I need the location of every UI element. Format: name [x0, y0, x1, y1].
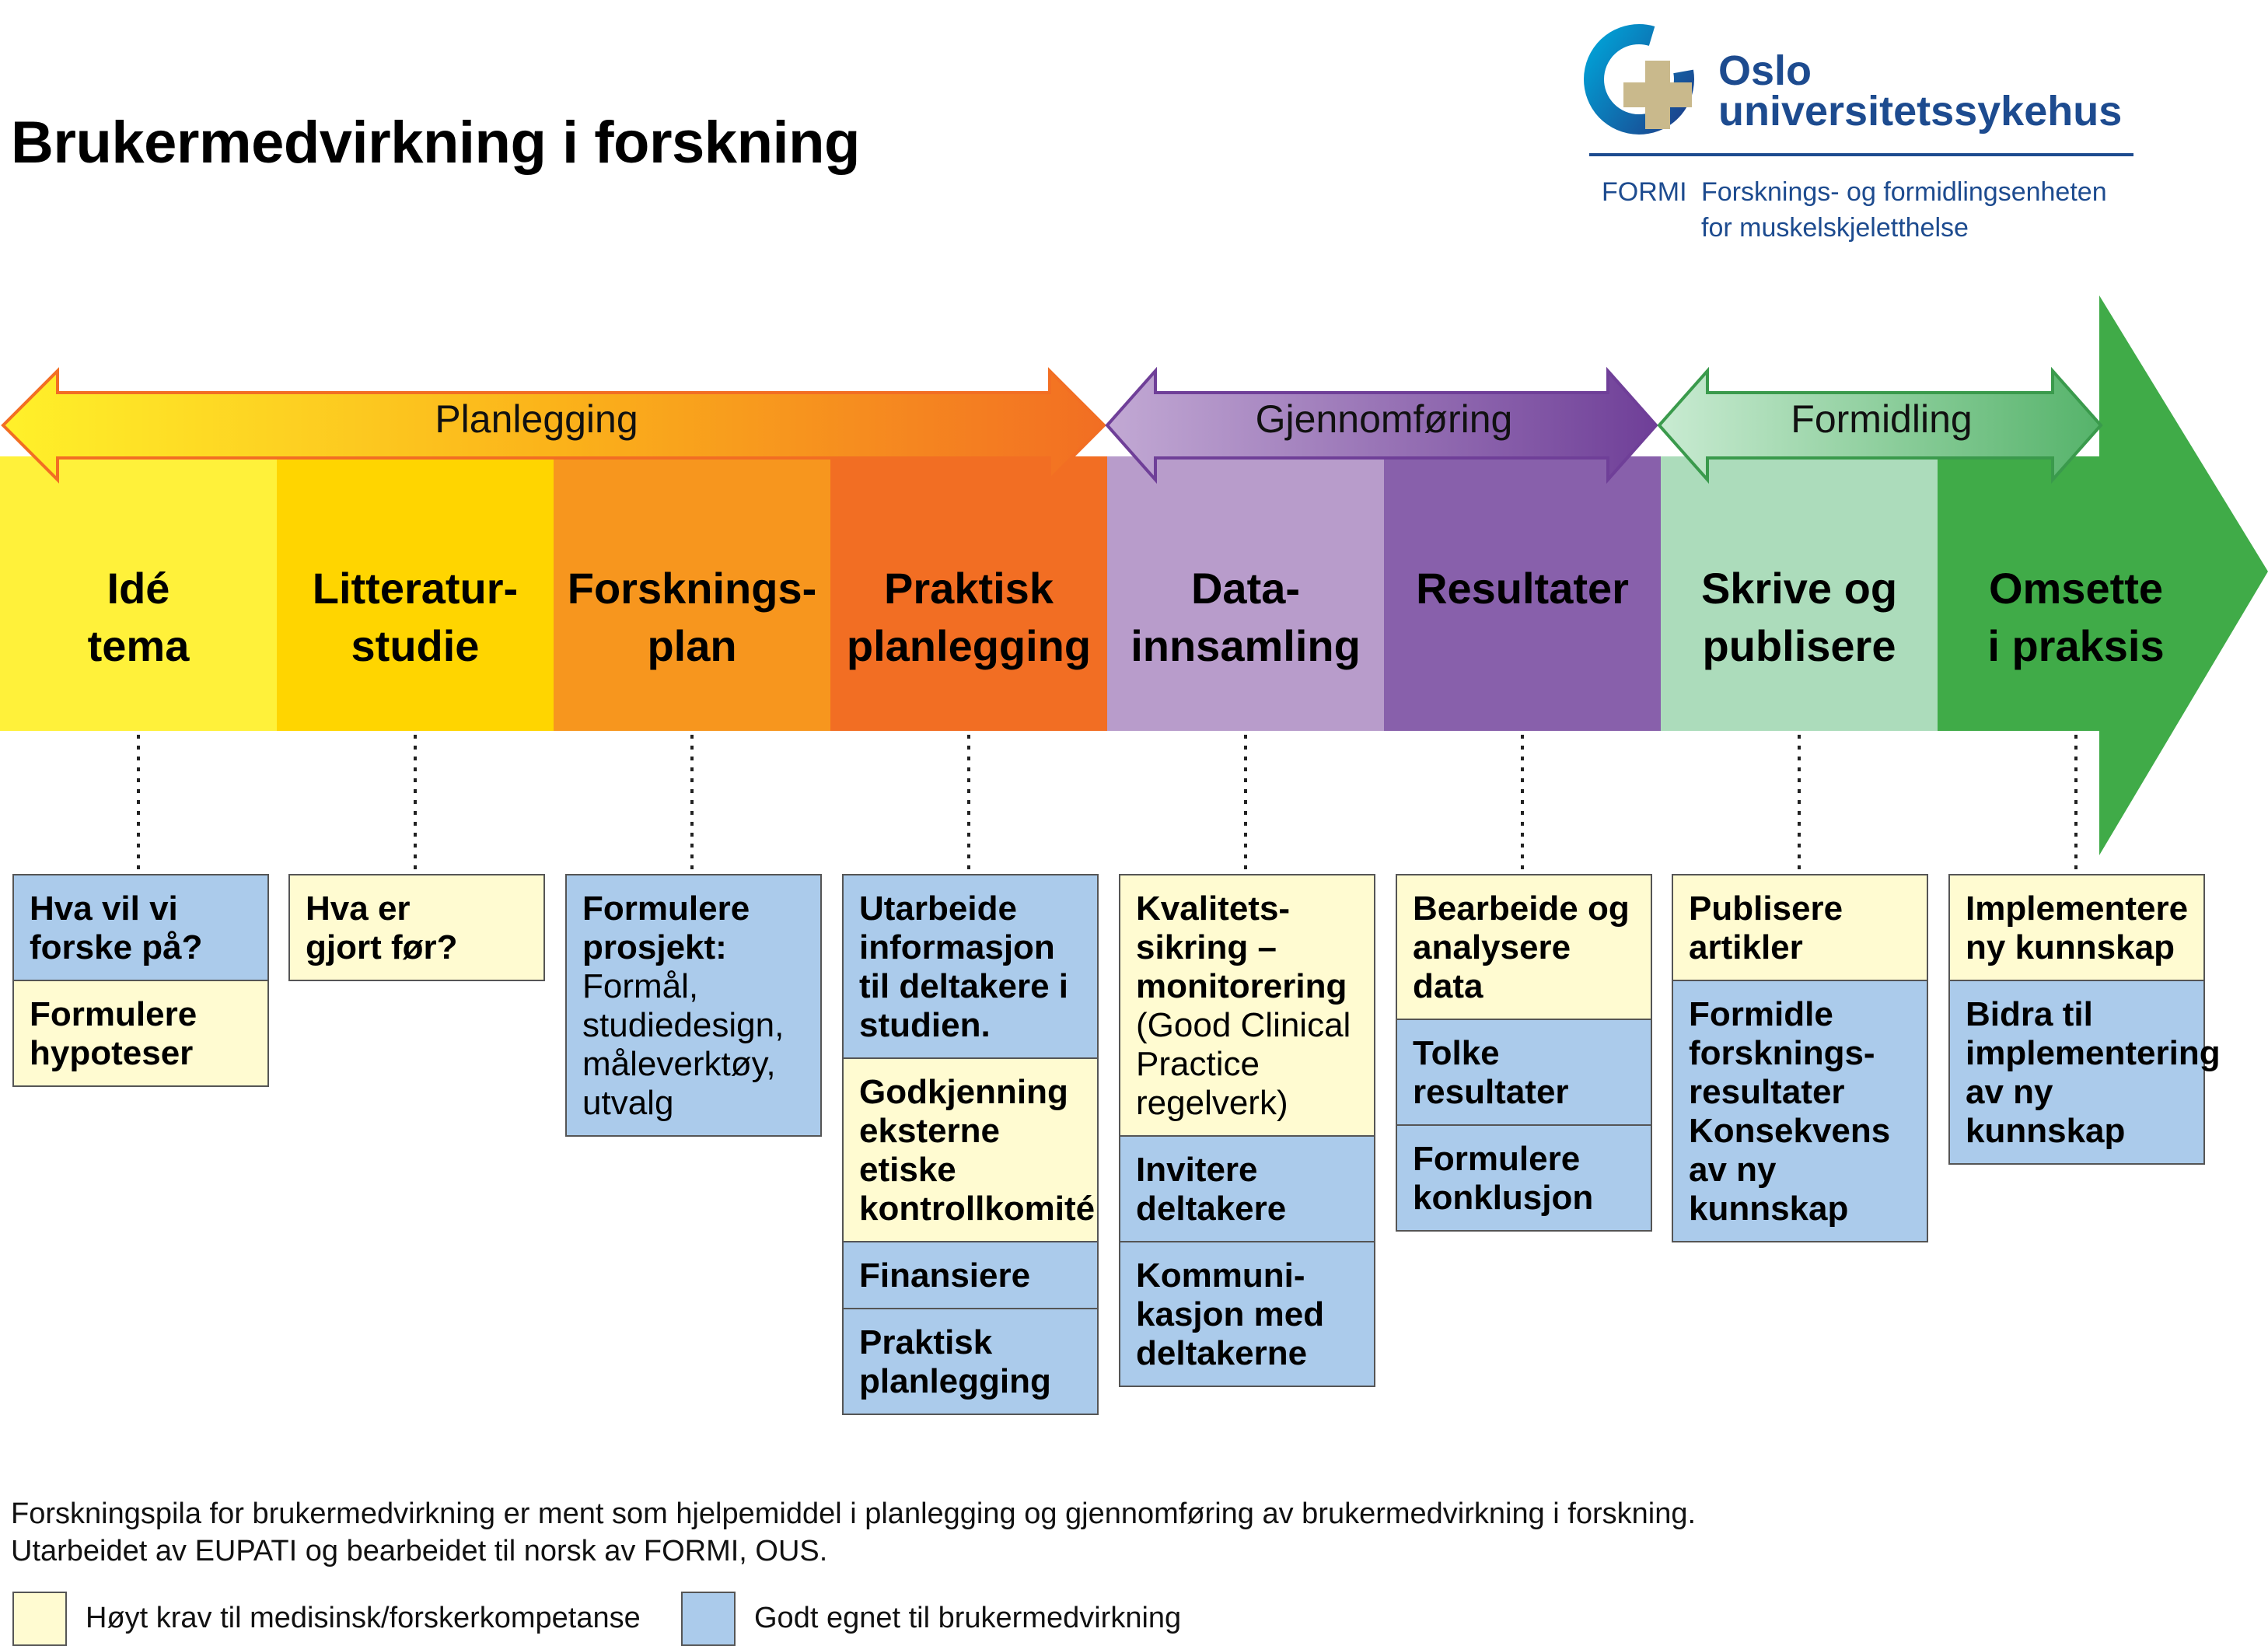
task-card-title: Bearbeide og analysere data	[1413, 889, 1630, 1005]
task-card: Praktisk planlegging	[844, 1308, 1097, 1414]
task-card: Formulere konklusjon	[1397, 1124, 1651, 1230]
legend-label-blue: Godt egnet til brukermedvirkning	[754, 1602, 1182, 1634]
task-card: Formulere hypoteser	[14, 980, 267, 1085]
card-column: Hva vil vi forske på? Formulere hypoteser	[12, 874, 269, 1087]
stage-label-omsette-praksis: Omsette i praksis	[1987, 564, 2165, 670]
footer-line1: Forskningspila for brukermedvirkning er …	[11, 1497, 1697, 1530]
task-card: Bidra til implementering av ny kunnskap	[1950, 980, 2221, 1163]
phase-arrow-gjennomforing	[1105, 366, 1658, 484]
phase-label-formidling: Formidling	[1791, 397, 1973, 441]
task-card: Utarbeide informasjon til deltakere i st…	[844, 875, 1097, 1057]
stage-block	[554, 456, 830, 731]
logo-unit-line1: Forsknings- og formidlingsenheten	[1701, 177, 2107, 207]
stage-label-resultater: Resultater	[1416, 564, 1629, 613]
task-card-title: Bidra til implementering av ny kunnskap	[1966, 995, 2221, 1150]
stage-block	[277, 456, 554, 731]
footer-line2: Utarbeidet av EUPATI og bearbeidet til n…	[11, 1535, 828, 1567]
task-card-title: Praktisk planlegging	[859, 1323, 1051, 1400]
task-card-title: Implementere ny kunnskap	[1966, 889, 2189, 966]
stage-block	[1938, 456, 2105, 731]
logo-line2: universitetssykehus	[1718, 88, 2123, 135]
task-card: Hva er gjort før?	[290, 875, 543, 980]
task-card-title: Formulere konklusjon	[1413, 1140, 1594, 1217]
page-title: Brukermedvirkning i forskning	[11, 110, 860, 176]
logo-divider	[1589, 153, 2133, 156]
task-card-title: Hva vil vi forske på?	[30, 889, 203, 966]
card-column: Utarbeide informasjon til deltakere i st…	[842, 874, 1099, 1415]
task-card: Implementere ny kunnskap	[1950, 875, 2203, 980]
logo-line1: Oslo	[1718, 47, 1812, 94]
stage-label-forskningsplan: Forsknings- plan	[567, 564, 817, 670]
stage-block	[1661, 456, 1938, 731]
task-card-title: Tolke resultater	[1413, 1034, 1569, 1111]
phase-label-gjennomforing: Gjennomføring	[1255, 397, 1513, 441]
card-column: Formulere prosjekt:Formål, studiedesign,…	[565, 874, 822, 1137]
task-card: Formidle forsknings- resultater Konsekve…	[1673, 980, 1927, 1241]
task-card-title: Finansiere	[859, 1256, 1031, 1295]
task-card-title: Formulere hypoteser	[30, 995, 197, 1072]
legend-swatch-blue	[681, 1592, 736, 1646]
task-card-title: Utarbeide informasjon til deltakere i st…	[859, 889, 1069, 1044]
card-column: Hva er gjort før?	[288, 874, 545, 981]
task-card-detail: (Good Clinical Practice regelverk)	[1136, 1006, 1351, 1122]
logo-unit-abbr: FORMI	[1602, 177, 1687, 207]
stage-block	[1107, 456, 1384, 731]
phase-label-planlegging: Planlegging	[435, 397, 638, 441]
task-card: Kommuni- kasjon med deltakerne	[1120, 1241, 1374, 1386]
legend-label-yellow: Høyt krav til medisinsk/forskerkompetans…	[86, 1602, 641, 1634]
legend-swatch-yellow	[12, 1592, 67, 1646]
task-card-detail: Formål, studiedesign, måleverktøy, utval…	[582, 967, 785, 1122]
task-card-title: Hva er gjort før?	[306, 889, 458, 966]
task-card: Kvalitets- sikring – monitorering(Good C…	[1120, 875, 1374, 1135]
stage-block	[830, 456, 1107, 731]
card-column: Kvalitets- sikring – monitorering(Good C…	[1119, 874, 1375, 1387]
task-card-title: Godkjenning eksterne etiske kontrollkomi…	[859, 1073, 1096, 1228]
logo-unit-line2: for muskelskjeletthelse	[1701, 213, 1969, 243]
phase-arrow-planlegging	[1, 367, 1106, 484]
stage-label-skrive-publisere: Skrive og publisere	[1700, 564, 1898, 670]
stage-block	[0, 456, 277, 731]
task-card-title: Formulere prosjekt:	[582, 889, 750, 966]
task-card-title: Publisere artikler	[1689, 889, 1843, 966]
task-card-title: Invitere deltakere	[1136, 1151, 1287, 1228]
task-card-title: Kommuni- kasjon med deltakerne	[1136, 1256, 1325, 1372]
task-card-title: Formidle forsknings- resultater Konsekve…	[1689, 995, 1891, 1228]
task-card: Godkjenning eksterne etiske kontrollkomi…	[844, 1057, 1097, 1241]
task-card-title: Kvalitets- sikring – monitorering	[1136, 889, 1347, 1005]
task-card: Bearbeide og analysere data	[1397, 875, 1651, 1019]
task-card: Publisere artikler	[1673, 875, 1927, 980]
stage-label-praktisk-planlegging: Praktisk planlegging	[846, 564, 1092, 670]
stage-label-ide-tema: Idé tema	[87, 564, 190, 670]
stage-block	[1384, 456, 1661, 731]
stage-label-litteraturstudie: Litteratur- studie	[312, 564, 519, 670]
task-card: Invitere deltakere	[1120, 1135, 1374, 1241]
task-card: Finansiere	[844, 1241, 1097, 1308]
task-card: Tolke resultater	[1397, 1019, 1651, 1124]
task-card: Hva vil vi forske på?	[14, 875, 267, 980]
logo-mark	[1584, 24, 1694, 135]
task-card: Formulere prosjekt:Formål, studiedesign,…	[567, 875, 820, 1135]
stage-label-datainnsamling: Data- innsamling	[1131, 564, 1361, 670]
phase-arrow-formidling	[1657, 366, 2103, 484]
